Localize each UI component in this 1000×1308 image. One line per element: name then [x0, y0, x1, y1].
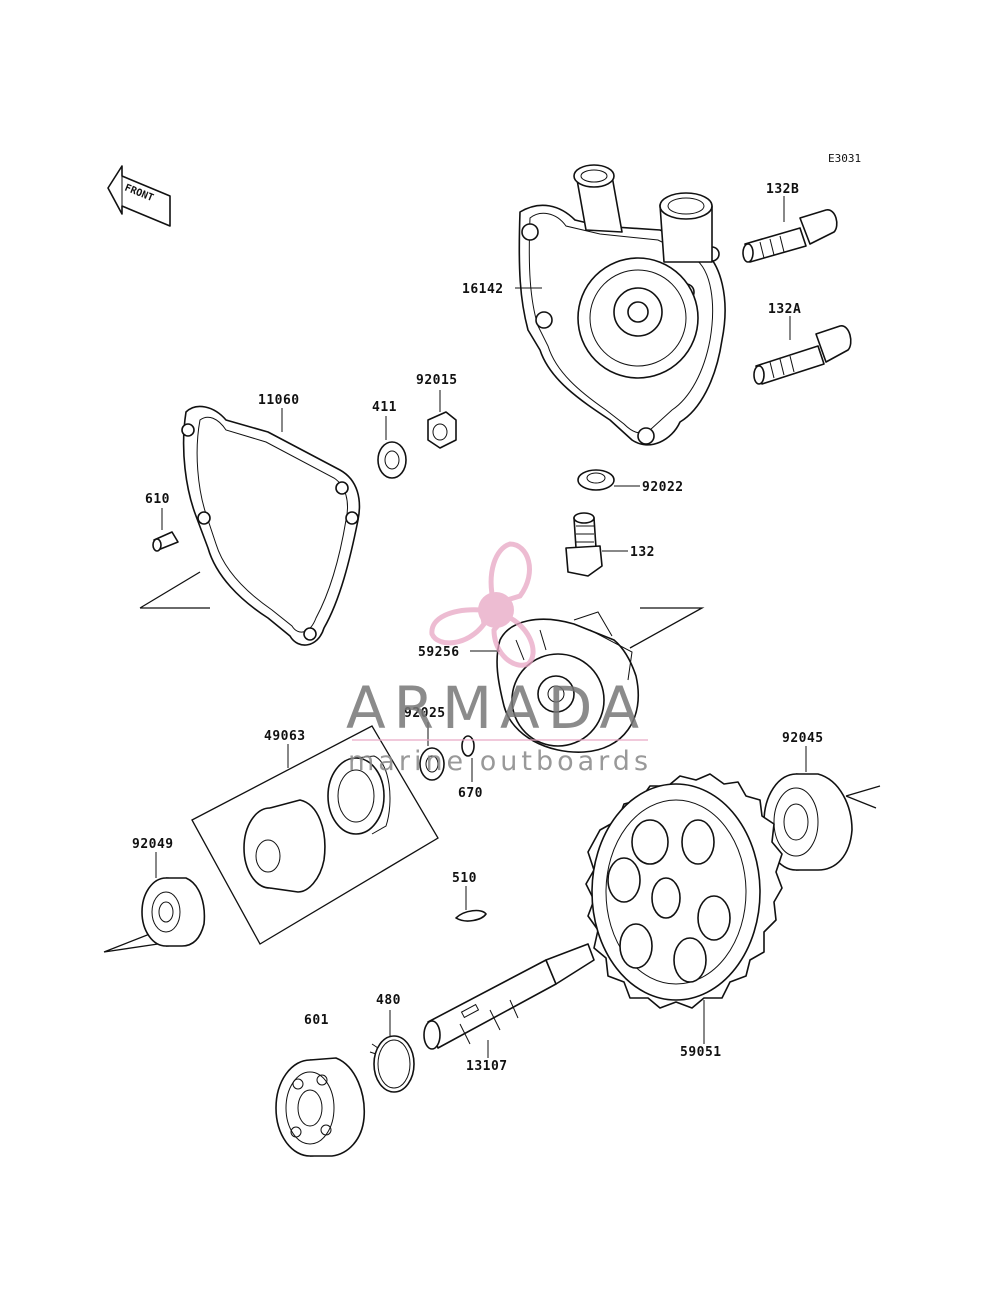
o-ring-670 [461, 735, 475, 757]
watermark-logo [429, 541, 536, 668]
nut-92015 [427, 411, 457, 449]
label-601: 601 [304, 1013, 329, 1028]
washer-411 [377, 441, 407, 479]
label-16142: 16142 [462, 282, 504, 297]
seal-kit-49063 [191, 725, 439, 945]
propeller-icon [429, 541, 536, 668]
watermark-brand: ARMADA [346, 674, 647, 742]
bolt-132B [742, 209, 838, 263]
shaft-13107 [423, 943, 595, 1050]
bolt-132 [565, 512, 603, 577]
label-132B: 132B [766, 182, 799, 197]
label-92025: 92025 [404, 706, 446, 721]
label-11060: 11060 [258, 393, 300, 408]
label-132A: 132A [768, 302, 801, 317]
diagram-code: E3031 [828, 152, 861, 165]
gasket-11060 [181, 405, 361, 646]
dowel-pin-610 [152, 531, 179, 552]
label-92049: 92049 [132, 837, 174, 852]
bearing-601 [275, 1057, 366, 1157]
label-670: 670 [458, 786, 483, 801]
label-480: 480 [376, 993, 401, 1008]
bearing-92049 [141, 877, 206, 947]
washer-92022 [577, 469, 615, 491]
label-59051: 59051 [680, 1045, 722, 1060]
circlip-480 [369, 1035, 415, 1093]
label-13107: 13107 [466, 1059, 508, 1074]
label-49063: 49063 [264, 729, 306, 744]
bolt-132A [753, 325, 852, 385]
label-92022: 92022 [642, 480, 684, 495]
gear-59051 [585, 773, 783, 1009]
pump-cover-16142 [518, 164, 726, 446]
label-59256: 59256 [418, 645, 460, 660]
label-92015: 92015 [416, 373, 458, 388]
bearing-92045 [763, 773, 853, 871]
label-92045: 92045 [782, 731, 824, 746]
label-610: 610 [145, 492, 170, 507]
front-arrow-icon: FRONT [107, 165, 171, 227]
label-411: 411 [372, 400, 397, 415]
label-132: 132 [630, 545, 655, 560]
key-510 [455, 909, 487, 922]
washer-92025 [419, 747, 445, 781]
label-510: 510 [452, 871, 477, 886]
watermark-tagline: marine outboards [348, 746, 652, 777]
